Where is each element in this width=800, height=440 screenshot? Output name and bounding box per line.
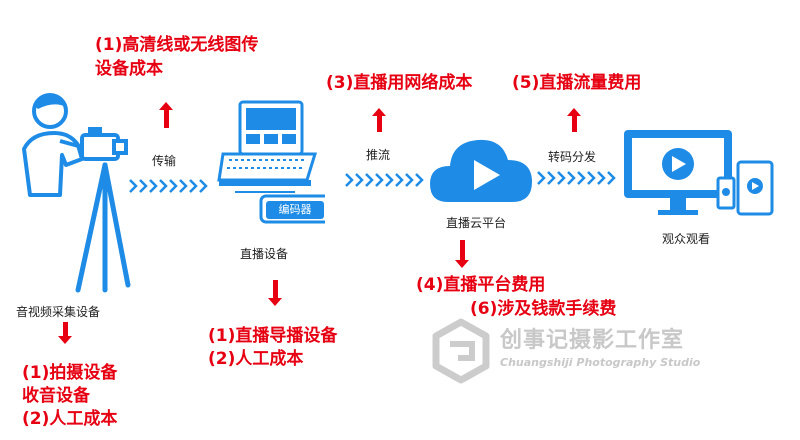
transmission-label: 传输	[152, 154, 177, 168]
flow-chevrons-icon	[345, 173, 424, 187]
cloud-cost-2: (6)涉及钱款手续费	[470, 299, 617, 319]
watermark-name: 创事记摄影工作室	[500, 328, 685, 353]
capture-device-label: 音视频采集设备	[16, 305, 101, 319]
live-equipment-label: 直播设备	[240, 247, 289, 261]
transcode-cost: (5)直播流量费用	[512, 73, 642, 93]
cloud-cost-1: (4)直播平台费用	[416, 275, 546, 295]
down-arrow-icon	[58, 322, 72, 344]
live-equipment-cost-1: (1)直播导播设备	[208, 326, 338, 346]
push-label: 推流	[366, 148, 391, 162]
up-arrow-icon	[372, 108, 386, 132]
transmission-cost-2: 设备成本	[95, 59, 163, 79]
push-cost: (3)直播用网络成本	[326, 73, 473, 93]
studio-logo-icon	[432, 318, 490, 384]
viewer-devices-icon	[624, 130, 774, 216]
up-arrow-icon	[159, 102, 173, 128]
capture-cost-2: 收音设备	[22, 386, 90, 406]
camera-operator-icon	[22, 93, 131, 293]
flow-chevrons-icon	[537, 171, 616, 185]
transmission-cost-1: (1)高清线或无线图传	[95, 35, 259, 55]
cloud-platform-label: 直播云平台	[446, 216, 507, 230]
flow-chevrons-icon	[129, 179, 208, 193]
transcode-label: 转码分发	[548, 150, 597, 164]
up-arrow-icon	[567, 108, 581, 132]
capture-cost-3: (2)人工成本	[22, 409, 118, 429]
capture-cost-1: (1)拍摄设备	[22, 363, 118, 383]
cloud-play-icon	[430, 139, 532, 202]
down-arrow-icon	[268, 280, 282, 306]
down-arrow-icon	[455, 240, 469, 268]
live-equipment-cost-2: (2)人工成本	[208, 349, 304, 369]
watermark-name-en: Chuangshiji Photography Studio	[500, 356, 701, 369]
viewers-label: 观众观看	[662, 232, 711, 246]
encoder-badge: 编码器	[266, 201, 324, 219]
